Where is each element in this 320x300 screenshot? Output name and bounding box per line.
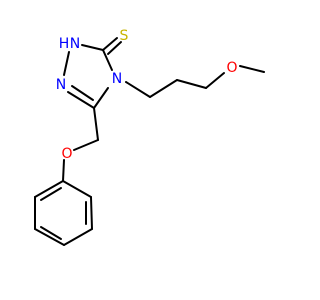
bond-ch2-o [73, 139, 99, 151]
bond-c3-s-double [107, 41, 122, 55]
bond-chain-2 [176, 79, 207, 89]
bond-ph-2 [90, 196, 93, 230]
atom-label-n2: N [56, 77, 66, 93]
bond-ph-1 [62, 180, 92, 198]
bond-n4-c3 [102, 49, 113, 71]
bond-o-phenyl [62, 159, 65, 182]
atom-label-sulfur: S [120, 28, 129, 44]
bond-c5-ch2 [93, 107, 99, 141]
bond-chain-o [205, 72, 225, 89]
molecule-diagram: S H N N N O O [34, 28, 265, 246]
atom-label-n-h: H [59, 36, 70, 52]
bond-chain-1 [149, 79, 178, 98]
atom-label-n4: N [112, 71, 122, 87]
bond-c3-n2 [81, 44, 104, 51]
bond-n1-c5-double [71, 85, 94, 101]
atom-label-n1: N [70, 36, 80, 52]
bond-n2-n1 [63, 51, 70, 76]
bond-ph-6 [34, 180, 64, 198]
bond-ph-4 [34, 228, 65, 246]
atom-label-phenoxy-oxygen: O [61, 146, 72, 162]
bond-ph-3 [63, 228, 93, 246]
bond-c3-s [102, 37, 118, 51]
bond-c5-n4 [93, 87, 109, 109]
bond-n1-c5 [67, 91, 95, 109]
bond-ph-inner-3 [40, 187, 62, 201]
bond-o-methyl [239, 65, 265, 73]
atom-label-ether-oxygen: O [226, 60, 237, 76]
bond-n4-chain [125, 81, 151, 98]
bond-ph-inner-2 [40, 226, 62, 240]
